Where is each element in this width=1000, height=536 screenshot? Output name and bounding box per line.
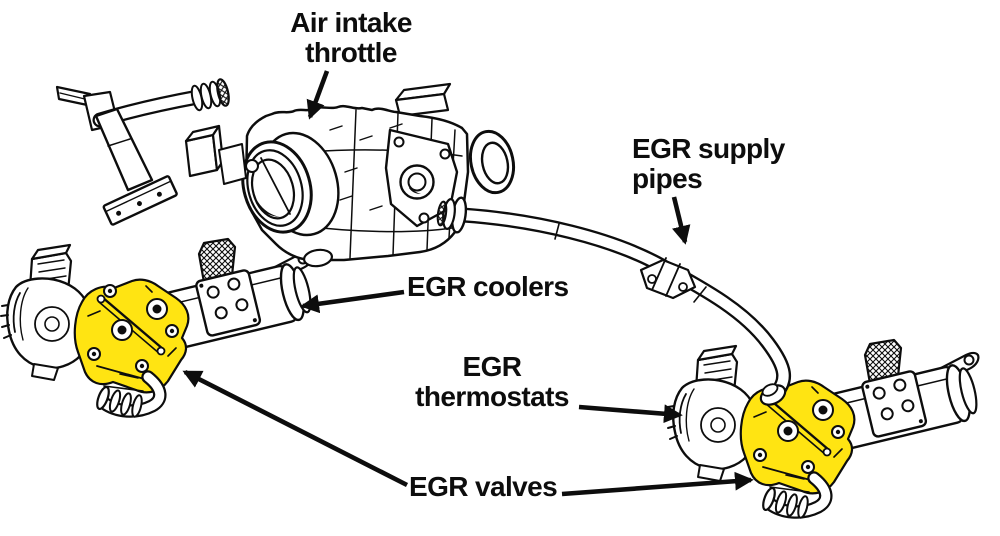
arrow-egr-supply-pipes xyxy=(671,196,691,245)
egr-supply-pipe-illustration xyxy=(436,196,792,406)
label-egr-coolers: EGR coolers xyxy=(407,271,569,302)
label-egr-thermostats-line1: EGR xyxy=(462,351,522,382)
label-egr-valves: EGR valves xyxy=(409,471,558,502)
label-egr-supply-pipes-line2: pipes xyxy=(632,163,703,194)
label-egr-thermostats: EGR thermostats xyxy=(408,352,576,412)
arrow-egr-valves-right xyxy=(561,471,754,497)
air-intake-throttle-illustration xyxy=(184,82,516,268)
label-egr-thermostats-line2: thermostats xyxy=(415,381,569,412)
egr-cooler-left-illustration xyxy=(1,239,315,418)
arrow-egr-valves-left xyxy=(182,369,409,488)
label-air-intake-throttle: Air intake throttle xyxy=(281,8,421,68)
arrow-air-intake-throttle xyxy=(306,70,330,120)
egr-cooler-right-illustration xyxy=(667,340,981,519)
label-egr-supply-pipes: EGR supply pipes xyxy=(632,134,785,194)
label-air-intake-throttle-line1: Air intake xyxy=(290,7,412,38)
arrow-egr-coolers xyxy=(300,289,405,314)
label-egr-supply-pipes-line1: EGR supply xyxy=(632,133,785,164)
arrow-egr-thermostats xyxy=(578,404,683,424)
egr-supply-pipe-upper-left-illustration xyxy=(55,78,230,226)
label-air-intake-throttle-line2: throttle xyxy=(305,37,397,68)
